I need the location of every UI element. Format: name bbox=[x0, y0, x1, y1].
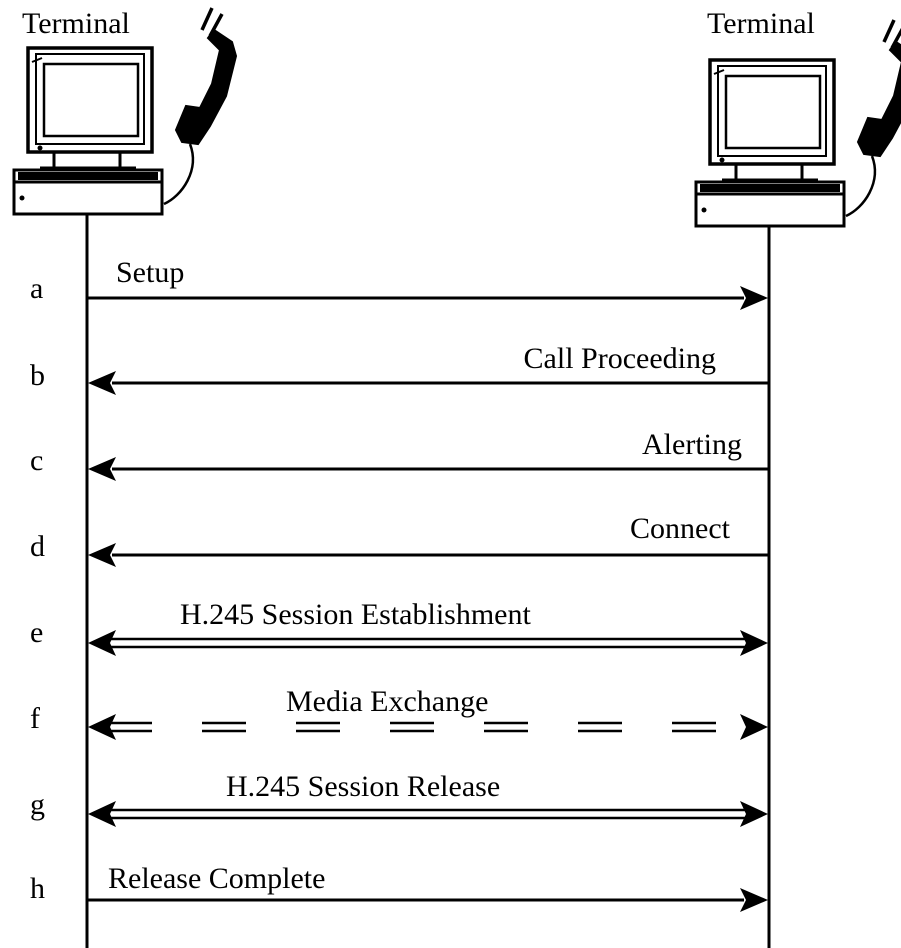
message-b: b Call Proceeding bbox=[30, 342, 769, 395]
step-label-c: c bbox=[30, 444, 43, 477]
arrow-connect bbox=[88, 543, 769, 567]
message-label-release-complete: Release Complete bbox=[108, 862, 325, 895]
left-terminal: Terminal bbox=[12, 6, 238, 216]
message-c: c Alerting bbox=[30, 428, 769, 481]
left-terminal-title: Terminal bbox=[22, 7, 130, 40]
step-label-d: d bbox=[30, 530, 45, 563]
arrow-media-exchange bbox=[88, 714, 768, 740]
arrow-setup bbox=[87, 286, 768, 310]
step-label-a: a bbox=[30, 272, 43, 305]
message-label-media-exchange: Media Exchange bbox=[286, 685, 488, 718]
message-label-h245-release: H.245 Session Release bbox=[226, 770, 500, 803]
message-label-h245-establishment: H.245 Session Establishment bbox=[180, 598, 531, 631]
step-label-b: b bbox=[30, 359, 45, 392]
step-label-e: e bbox=[30, 616, 43, 649]
message-a: a Setup bbox=[30, 256, 768, 310]
arrow-h245-release bbox=[88, 801, 768, 827]
arrow-h245-establishment bbox=[88, 630, 768, 656]
message-label-alerting: Alerting bbox=[642, 428, 742, 461]
step-label-h: h bbox=[30, 872, 45, 905]
arrow-call-proceeding bbox=[88, 371, 769, 395]
message-g: g H.245 Session Release bbox=[30, 770, 768, 827]
message-h: h Release Complete bbox=[30, 862, 768, 912]
right-terminal: Terminal bbox=[694, 7, 901, 228]
arrow-alerting bbox=[88, 457, 769, 481]
message-label-setup: Setup bbox=[116, 256, 184, 289]
message-label-call-proceeding: Call Proceeding bbox=[524, 342, 716, 375]
arrow-release-complete bbox=[87, 888, 768, 912]
message-label-connect: Connect bbox=[630, 512, 731, 545]
right-computer-icon bbox=[694, 18, 901, 228]
right-terminal-title: Terminal bbox=[707, 7, 815, 40]
message-f: f Media Exchange bbox=[30, 685, 768, 740]
message-e: e H.245 Session Establishment bbox=[30, 598, 768, 656]
message-d: d Connect bbox=[30, 512, 769, 567]
step-label-f: f bbox=[30, 702, 40, 735]
step-label-g: g bbox=[30, 788, 45, 821]
